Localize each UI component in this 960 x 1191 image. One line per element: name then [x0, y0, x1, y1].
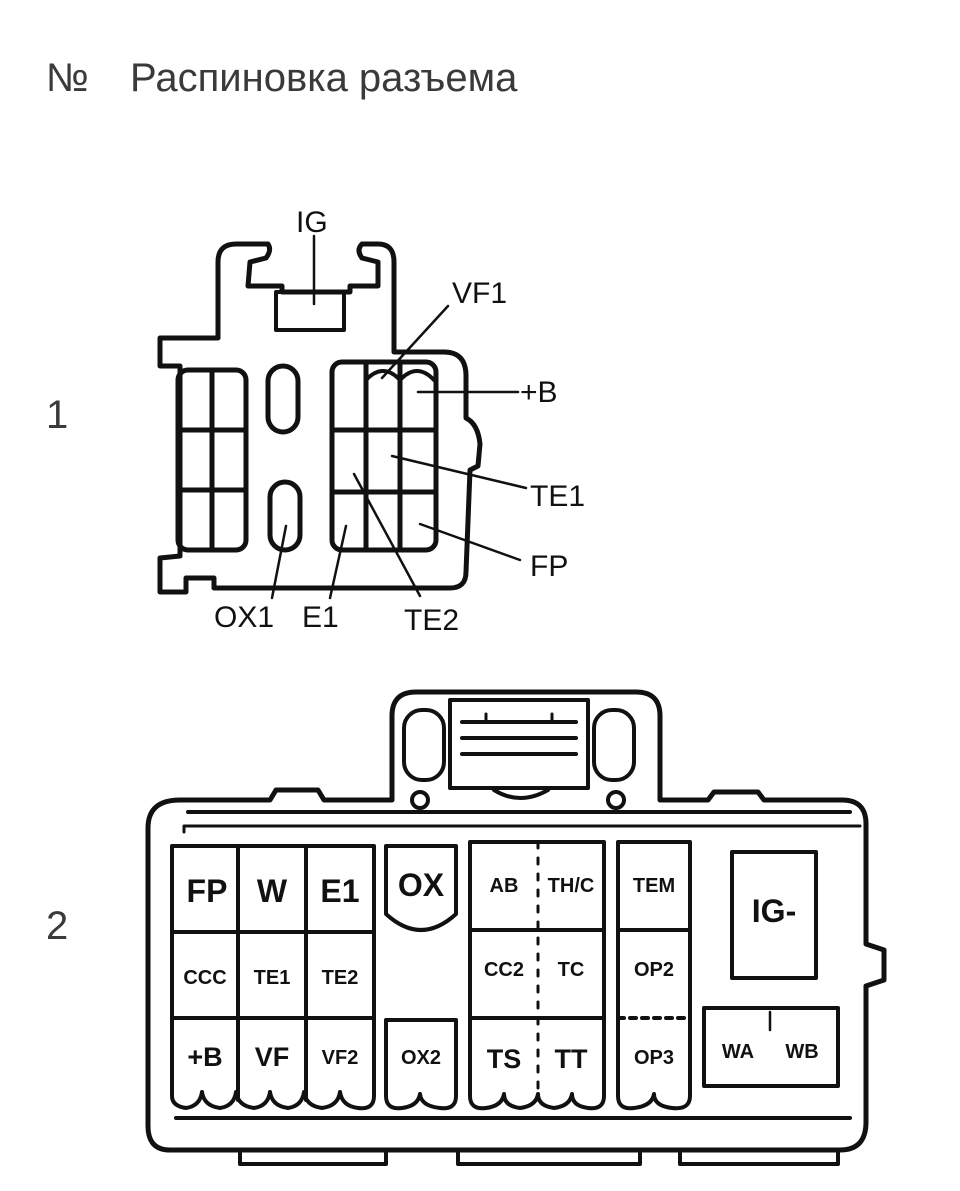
label-ox1: OX1: [214, 601, 274, 634]
cell-cc2: CC2: [484, 959, 524, 981]
cell-fp: FP: [187, 873, 228, 909]
connector-1-right-block: [329, 359, 439, 553]
cell-ox2: OX2: [401, 1047, 441, 1069]
row-number-2: 2: [46, 904, 69, 948]
connector-2-ox-cell: [384, 844, 458, 932]
cell-th-c: TH/C: [548, 875, 595, 897]
connector-2-housing: [145, 689, 887, 1153]
connector-2-ox2-cell: [384, 1018, 458, 1111]
connector-2-left-block: [170, 844, 376, 1111]
cell-ig-minus: IG-: [752, 893, 796, 929]
label-te1: TE1: [530, 480, 585, 513]
number-column-header: №: [46, 55, 89, 100]
cell-e1: E1: [320, 873, 359, 909]
connector-2-middle-block: [468, 840, 606, 1111]
connector-2-ig-minus-cell: [730, 850, 818, 980]
cell-wa: WA: [722, 1041, 754, 1063]
page-title: Распиновка разъема: [130, 55, 518, 100]
cell-vf: VF: [255, 1042, 290, 1072]
cell-tem: TEM: [633, 875, 675, 897]
connector-2-diagram: [145, 689, 887, 1166]
cell-w: W: [257, 873, 288, 909]
connector-1-leader-lines: [270, 234, 528, 600]
page-header: № Распиновка разъема: [46, 48, 517, 108]
label-vf1: VF1: [452, 277, 507, 310]
cell-op2: OP2: [634, 959, 674, 981]
label-te2: TE2: [404, 604, 459, 637]
cell-plus-b: +B: [187, 1042, 222, 1072]
cell-op3: OP3: [634, 1047, 674, 1069]
cell-wb: WB: [785, 1041, 818, 1063]
cell-te2: TE2: [322, 967, 359, 989]
cell-ox: OX: [398, 867, 445, 903]
cell-vf2: VF2: [322, 1047, 359, 1069]
cell-tt: TT: [555, 1044, 588, 1074]
label-e1: E1: [302, 601, 339, 634]
connector-1-housing: [157, 241, 483, 595]
label-plus-b: +B: [520, 376, 558, 409]
cell-ab: AB: [490, 875, 519, 897]
connector-2-right-column: [616, 840, 692, 1111]
cell-ts: TS: [487, 1044, 522, 1074]
connector-1-upper-slot: [265, 363, 301, 435]
cell-te1: TE1: [254, 967, 291, 989]
cell-ccc: CCC: [183, 967, 226, 989]
connector-2-wa-wb-cell: [702, 1006, 840, 1088]
connector-1-lower-slot: [267, 479, 303, 553]
cell-tc: TC: [558, 959, 585, 981]
label-ig: IG: [296, 206, 328, 239]
label-fp: FP: [530, 550, 568, 583]
connector-1-latch: [274, 290, 346, 332]
row-number-1: 1: [46, 393, 69, 437]
connector-1-diagram: [157, 234, 528, 600]
